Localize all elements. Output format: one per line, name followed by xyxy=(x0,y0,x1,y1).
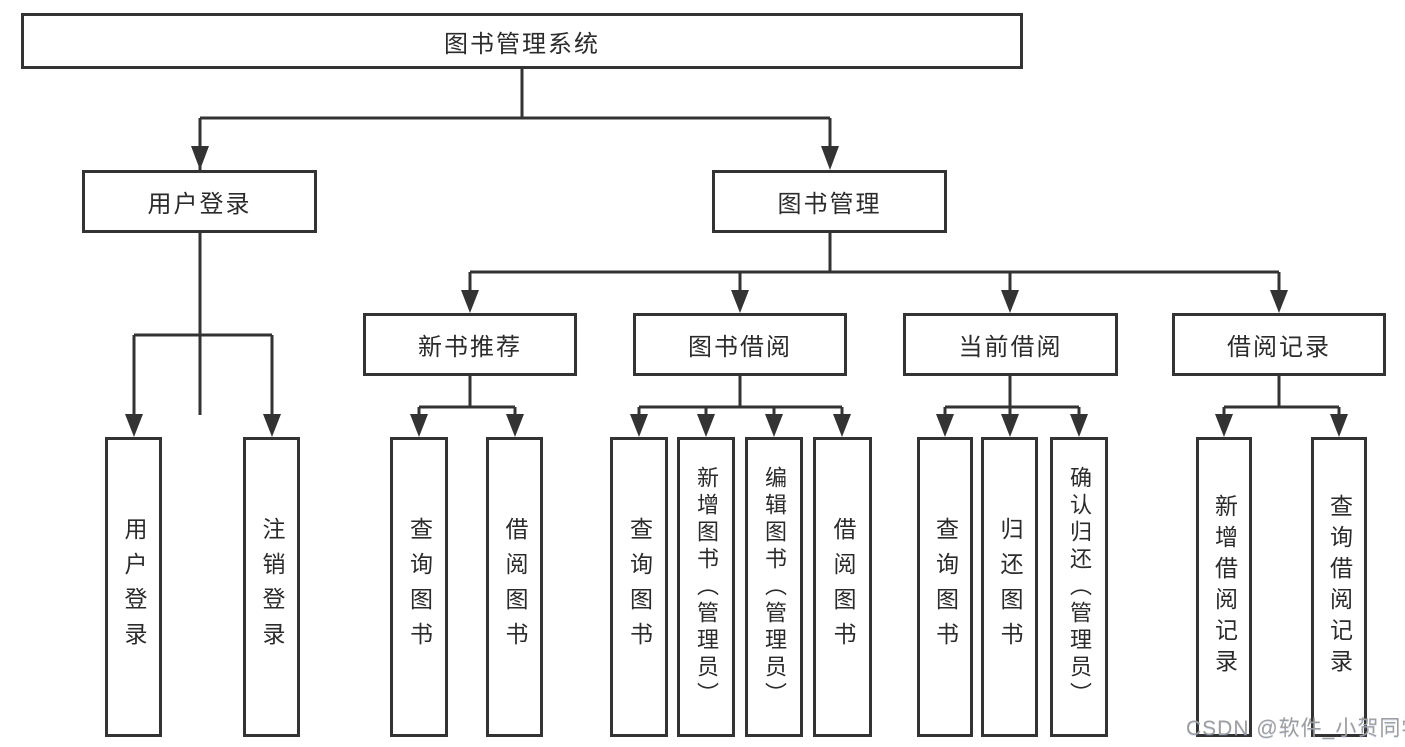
leaf-confirm-return-admin-label: 确认归还（管理员） xyxy=(1067,465,1092,709)
node-current-borrow: 当前借阅 xyxy=(903,313,1118,376)
leaf-query-borrow-record: 查询借阅记录 xyxy=(1311,437,1367,737)
node-book-mgmt-label: 图书管理 xyxy=(777,191,882,218)
node-user-login: 用户登录 xyxy=(82,170,317,233)
leaf-add-book-admin: 新增图书（管理员） xyxy=(677,437,735,737)
arrowhead xyxy=(1001,414,1019,437)
leaf-query-book-newrec: 查询图书 xyxy=(390,437,448,737)
arrowhead xyxy=(263,414,281,437)
node-borrow-records: 借阅记录 xyxy=(1172,313,1386,376)
leaf-query-book-borrow-label: 查询图书 xyxy=(626,517,653,657)
arrowhead xyxy=(1270,290,1288,313)
leaf-borrow-book-newrec: 借阅图书 xyxy=(486,437,543,737)
arrowhead xyxy=(410,414,428,437)
leaf-query-book-current: 查询图书 xyxy=(917,437,973,737)
arrowhead xyxy=(1215,414,1233,437)
arrowheads xyxy=(125,146,1348,437)
connector-book-mgmt xyxy=(468,233,1281,290)
leaf-query-book-current-label: 查询图书 xyxy=(932,517,959,657)
arrowhead xyxy=(1330,414,1348,437)
leaf-confirm-return-admin: 确认归还（管理员） xyxy=(1050,437,1108,737)
leaf-user-login: 用户登录 xyxy=(105,437,162,737)
leaf-borrow-book: 借阅图书 xyxy=(813,437,872,737)
node-new-book-rec: 新书推荐 xyxy=(363,313,577,376)
node-book-borrow: 图书借阅 xyxy=(633,313,847,376)
leaf-logout: 注销登录 xyxy=(243,437,300,737)
leaf-return-book: 归还图书 xyxy=(981,437,1038,737)
connector-borrow-records xyxy=(1222,376,1341,414)
leaf-borrow-book-label: 借阅图书 xyxy=(830,517,856,657)
arrowhead xyxy=(630,414,648,437)
arrowhead xyxy=(821,146,839,170)
connector-book-borrow xyxy=(637,376,844,414)
arrowhead xyxy=(1001,290,1019,313)
connector-current-borrow xyxy=(943,376,1081,414)
arrowhead xyxy=(765,414,783,437)
connector-root xyxy=(198,69,832,415)
node-new-book-rec-label: 新书推荐 xyxy=(418,334,522,361)
arrowhead xyxy=(731,290,749,313)
arrowhead xyxy=(697,414,715,437)
node-user-login-label: 用户登录 xyxy=(147,191,252,218)
csdn-watermark: CSDN @软件_小贺同学 xyxy=(1186,717,1405,740)
arrowhead xyxy=(506,414,524,437)
arrowhead xyxy=(461,290,479,313)
arrowhead xyxy=(833,414,851,437)
connector-user-login xyxy=(132,233,274,414)
leaf-borrow-book-newrec-label: 借阅图书 xyxy=(502,517,528,657)
arrowhead xyxy=(1070,414,1088,437)
leaf-query-book-borrow: 查询图书 xyxy=(610,437,668,737)
leaf-logout-label: 注销登录 xyxy=(259,517,285,657)
leaf-edit-book-admin-label: 编辑图书（管理员） xyxy=(762,465,787,709)
node-root: 图书管理系统 xyxy=(21,13,1023,69)
node-root-label: 图书管理系统 xyxy=(444,30,600,58)
leaf-query-book-newrec-label: 查询图书 xyxy=(406,517,433,657)
leaf-add-borrow-record-label: 新增借阅记录 xyxy=(1211,494,1238,680)
leaf-add-borrow-record: 新增借阅记录 xyxy=(1196,437,1252,737)
node-book-borrow-label: 图书借阅 xyxy=(688,334,792,361)
leaf-return-book-label: 归还图书 xyxy=(997,517,1023,657)
arrowhead xyxy=(125,414,143,437)
arrowhead xyxy=(191,146,209,170)
leaf-query-borrow-record-label: 查询借阅记录 xyxy=(1326,494,1353,680)
leaf-user-login-label: 用户登录 xyxy=(121,517,147,657)
node-borrow-records-label: 借阅记录 xyxy=(1227,334,1331,361)
leaf-add-book-admin-label: 新增图书（管理员） xyxy=(694,465,719,709)
arrowhead xyxy=(936,414,954,437)
node-current-borrow-label: 当前借阅 xyxy=(958,334,1063,361)
node-book-mgmt: 图书管理 xyxy=(712,170,947,233)
leaf-edit-book-admin: 编辑图书（管理员） xyxy=(745,437,803,737)
connector-lines xyxy=(132,69,1341,415)
connector-new-book-rec xyxy=(417,376,517,414)
